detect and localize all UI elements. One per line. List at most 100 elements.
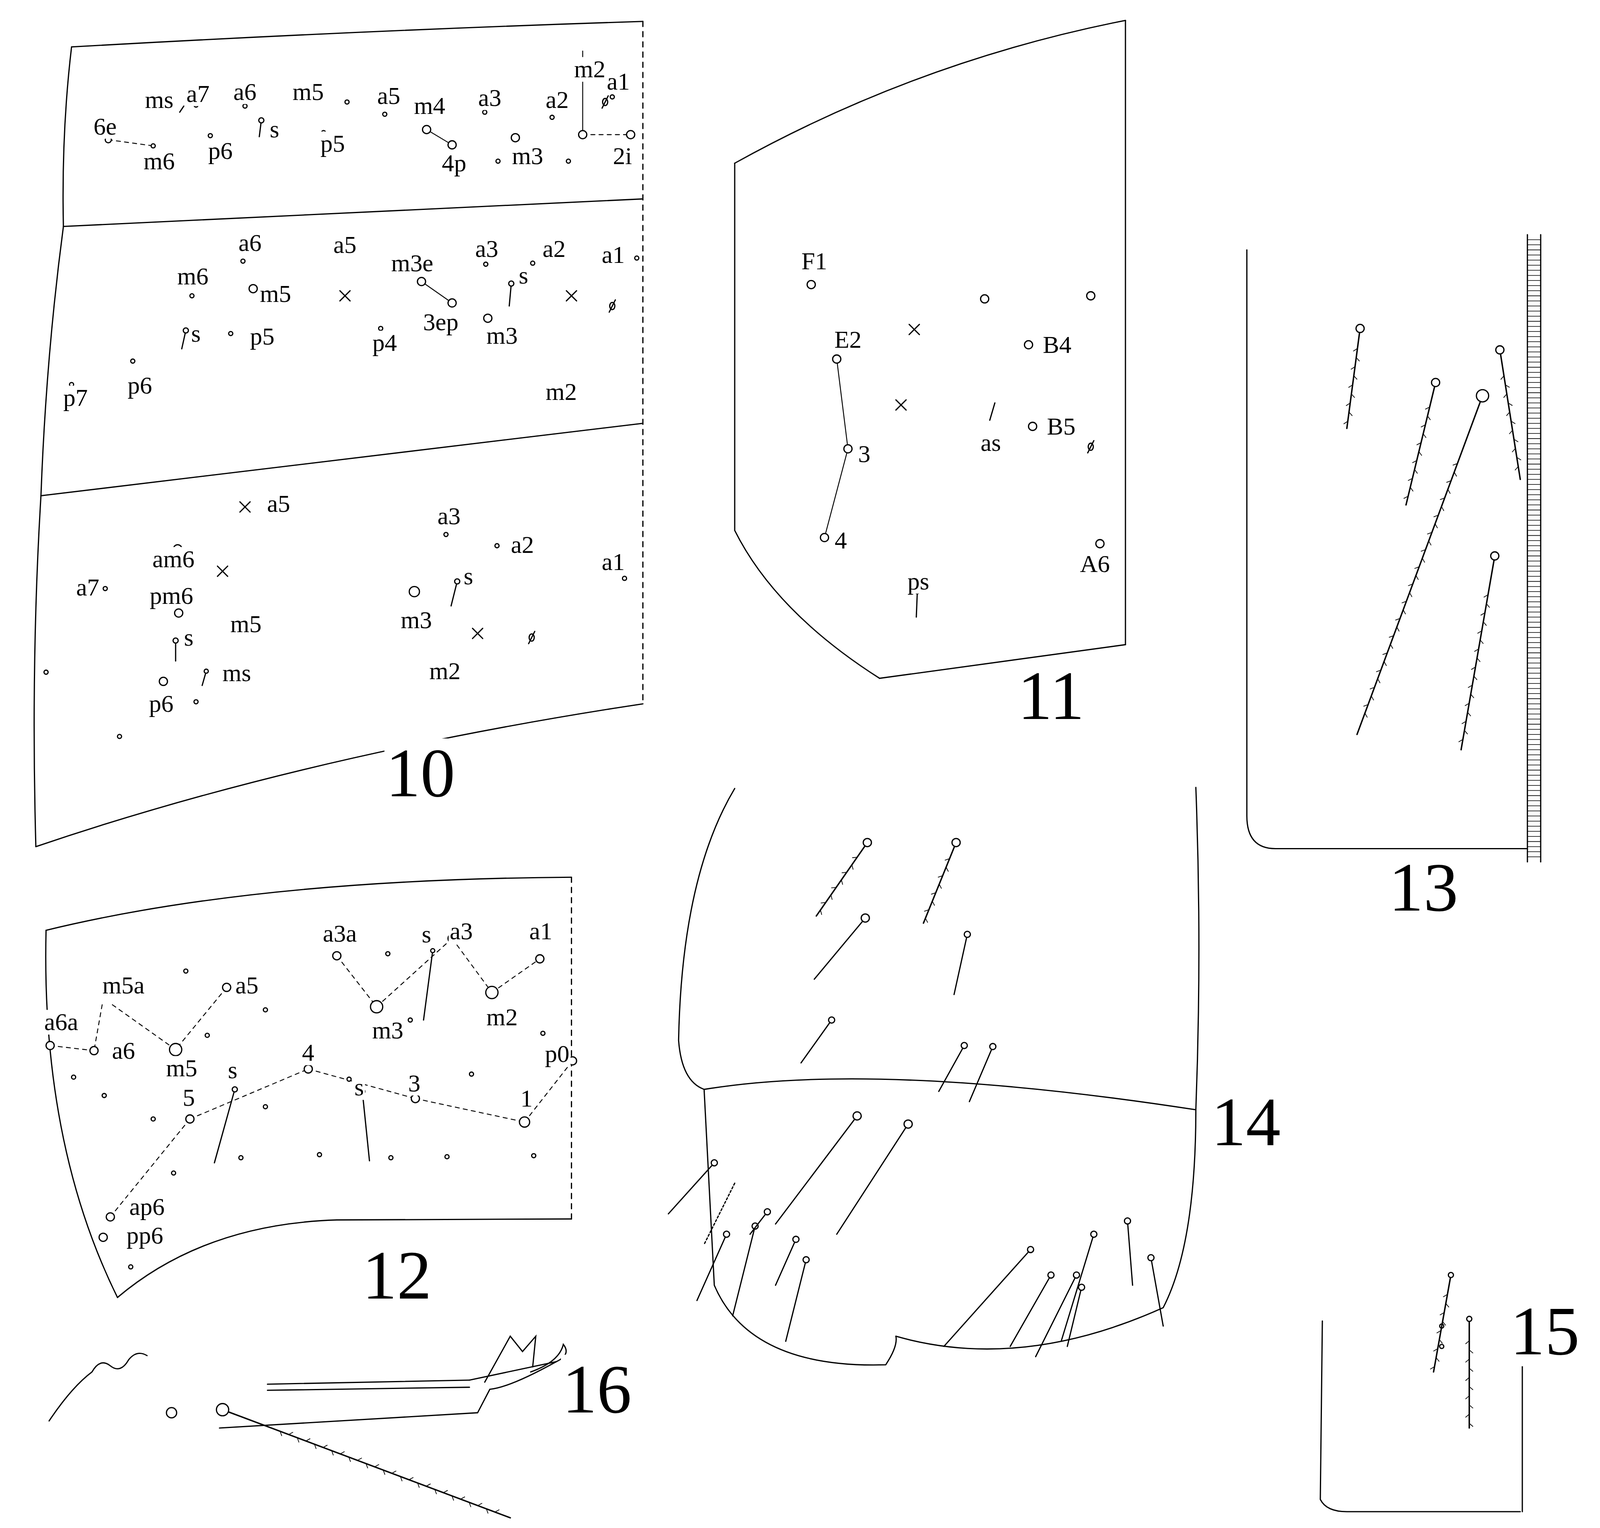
seta bbox=[222, 1409, 511, 1518]
seta bbox=[1035, 1275, 1077, 1357]
body-outline bbox=[1526, 234, 1528, 863]
chaeta-link bbox=[836, 358, 848, 449]
seta-socket bbox=[408, 1018, 413, 1023]
seta-cilium bbox=[288, 1432, 293, 1436]
seta-cilium bbox=[841, 880, 843, 885]
body-outline bbox=[1196, 787, 1200, 1110]
seta-cilium bbox=[400, 1476, 402, 1482]
hatch-line bbox=[1527, 805, 1541, 807]
seta-socket bbox=[258, 117, 265, 124]
body-outline bbox=[46, 877, 572, 931]
body-outline bbox=[734, 20, 1126, 164]
seta-socket bbox=[43, 670, 48, 675]
hatch-line bbox=[1527, 259, 1541, 261]
seta-cilium bbox=[1396, 627, 1400, 632]
seta-socket bbox=[249, 284, 257, 293]
seta-cilium bbox=[1348, 384, 1353, 388]
seta-socket bbox=[454, 578, 460, 585]
seta-socket bbox=[243, 103, 248, 108]
seta-socket bbox=[345, 100, 350, 104]
seta-label: m2 bbox=[544, 379, 579, 404]
seta-label: a6 bbox=[237, 230, 263, 255]
seta-label: m5 bbox=[164, 1056, 199, 1081]
seta-cilium bbox=[1470, 694, 1475, 699]
seta-socket bbox=[228, 331, 233, 336]
seta-cilium bbox=[851, 864, 853, 870]
absent-seta-cross bbox=[217, 566, 228, 577]
seta-socket bbox=[1024, 340, 1033, 349]
hatch-line bbox=[1527, 693, 1541, 695]
body-outline bbox=[117, 1219, 572, 1298]
seta-cilium bbox=[1480, 639, 1484, 644]
seta-cilium bbox=[1513, 439, 1518, 442]
hatch-line bbox=[1527, 708, 1541, 710]
hatch-line bbox=[1527, 856, 1541, 858]
seta bbox=[214, 1089, 235, 1163]
seta-cilium bbox=[494, 1509, 499, 1513]
seta-cilium bbox=[1452, 463, 1458, 466]
seta-socket bbox=[1124, 1218, 1131, 1225]
seta-socket bbox=[1495, 345, 1504, 354]
body-outline bbox=[62, 47, 72, 227]
seta-cilium bbox=[924, 909, 929, 912]
seta-socket bbox=[541, 1031, 546, 1036]
seta-socket bbox=[378, 326, 383, 331]
hatch-line bbox=[1527, 688, 1541, 690]
hatch-line bbox=[1527, 540, 1541, 542]
seta-socket bbox=[370, 1000, 383, 1014]
seta-label: pp6 bbox=[125, 1223, 165, 1248]
seta-cilium bbox=[1418, 451, 1422, 456]
hatch-line bbox=[1527, 678, 1541, 679]
seta-label: m6 bbox=[176, 264, 210, 289]
seta-label: p6 bbox=[126, 373, 153, 398]
seta-socket bbox=[1073, 1272, 1080, 1279]
hatch-line bbox=[1527, 499, 1541, 501]
seta-label: 4p bbox=[440, 150, 468, 176]
seta-socket bbox=[508, 280, 514, 287]
seta-label: 2i bbox=[611, 143, 634, 169]
seta-cilium bbox=[1505, 384, 1510, 388]
body-outline bbox=[34, 496, 42, 848]
hatch-line bbox=[1527, 831, 1541, 832]
seta-cilium bbox=[1403, 609, 1406, 614]
hatch-line bbox=[1527, 565, 1541, 567]
absent-seta-cross bbox=[472, 628, 483, 639]
seta-socket bbox=[1490, 551, 1499, 560]
seta-cilium bbox=[1512, 448, 1516, 453]
hatch-line bbox=[1527, 433, 1541, 435]
seta-cilium bbox=[297, 1437, 299, 1443]
seta-label: A6 bbox=[1078, 552, 1112, 577]
hatch-line bbox=[1527, 739, 1541, 741]
seta-socket bbox=[130, 358, 135, 363]
seta-label: m3 bbox=[370, 1018, 405, 1043]
seta-socket bbox=[385, 951, 390, 956]
body-outline bbox=[1540, 234, 1542, 863]
body-outline bbox=[484, 1336, 536, 1383]
seta-socket bbox=[263, 1007, 268, 1012]
seta bbox=[989, 402, 995, 421]
seta bbox=[1405, 382, 1436, 505]
seta-cilium bbox=[1364, 713, 1368, 718]
hatch-line bbox=[1527, 356, 1541, 358]
seta-socket bbox=[482, 110, 487, 115]
seta-label: 4 bbox=[833, 528, 849, 553]
chaeta-link bbox=[492, 958, 540, 993]
seta bbox=[801, 1020, 832, 1064]
seta bbox=[1067, 1287, 1082, 1348]
seta-label: p7 bbox=[62, 385, 89, 410]
hatch-line bbox=[1527, 621, 1541, 623]
seta-cilium bbox=[280, 1431, 282, 1436]
hatch-line bbox=[1527, 530, 1541, 532]
seta-cilium bbox=[820, 910, 822, 915]
seta bbox=[509, 283, 512, 306]
hatch-line bbox=[1527, 841, 1541, 843]
hatch-line bbox=[1527, 402, 1541, 404]
seta-cilium bbox=[1421, 549, 1426, 552]
seta-label: s bbox=[190, 321, 202, 346]
seta-label: p6 bbox=[206, 138, 234, 163]
seta-label: s bbox=[420, 922, 433, 947]
seta bbox=[785, 1260, 806, 1342]
seta bbox=[816, 842, 868, 916]
seta-cilium bbox=[831, 895, 833, 900]
seta-socket bbox=[861, 913, 870, 922]
